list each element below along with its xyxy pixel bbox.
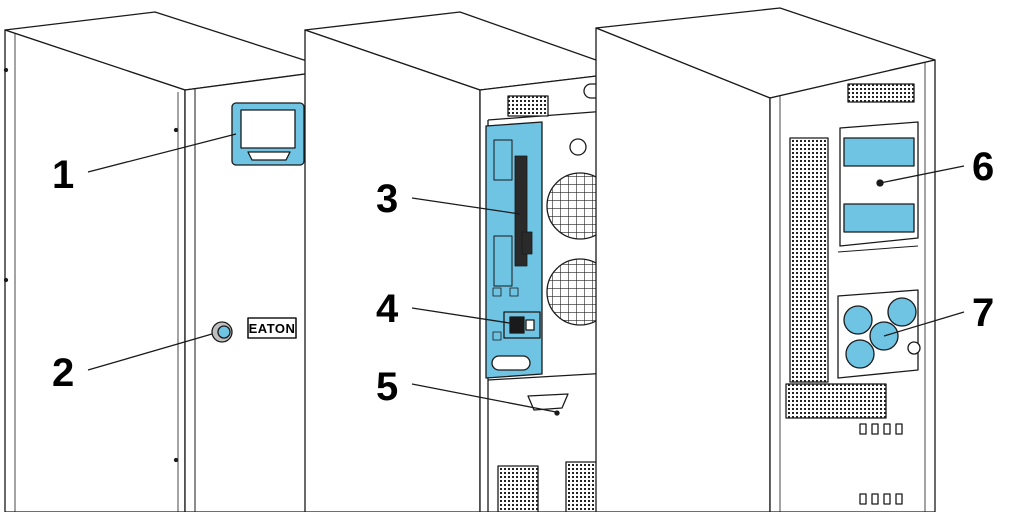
leader-line-2 <box>87 333 213 371</box>
indicator-knob <box>569 138 587 156</box>
display-panel <box>231 102 305 166</box>
leader-line-4 <box>411 307 517 325</box>
rear-connectors <box>859 423 903 505</box>
cabinet-side-middle <box>304 29 481 512</box>
brand-logo: EATON <box>247 317 297 339</box>
leader-line-7 <box>883 311 965 337</box>
callout-1: 1 <box>52 153 74 197</box>
terminal-blocks <box>839 121 919 247</box>
rear-bottom-vent <box>785 383 887 419</box>
callout-3: 3 <box>376 177 398 221</box>
cable-glands <box>837 289 921 379</box>
lower-vent-left <box>497 465 539 512</box>
cabinet-side-panel <box>4 29 186 512</box>
cabinet-front-door <box>184 69 336 512</box>
cabinet-front-closed: EATON <box>3 11 336 512</box>
leader-line-1 <box>87 133 237 173</box>
rear-top-vent <box>847 83 915 103</box>
brand-logo-text: EATON <box>249 321 296 336</box>
top-vent-grille <box>507 95 549 117</box>
leader-line-6 <box>879 165 965 184</box>
leader-line-5 <box>411 383 557 413</box>
switch-module <box>503 311 541 339</box>
callout-5: 5 <box>376 365 398 409</box>
control-board <box>485 121 543 379</box>
cabinet-side-rear <box>595 27 771 512</box>
door-handle <box>527 393 569 411</box>
callout-numbers: 1 2 3 4 5 6 7 <box>52 145 994 409</box>
door-lock-icon <box>211 321 233 343</box>
leader-line-3 <box>411 197 521 215</box>
callout-4: 4 <box>376 287 399 331</box>
cabinet-rear <box>595 7 936 512</box>
rear-side-vent <box>789 137 829 383</box>
callout-7: 7 <box>972 291 994 335</box>
callout-6: 6 <box>972 145 994 189</box>
callout-leaders <box>87 133 965 413</box>
callout-2: 2 <box>52 351 74 395</box>
